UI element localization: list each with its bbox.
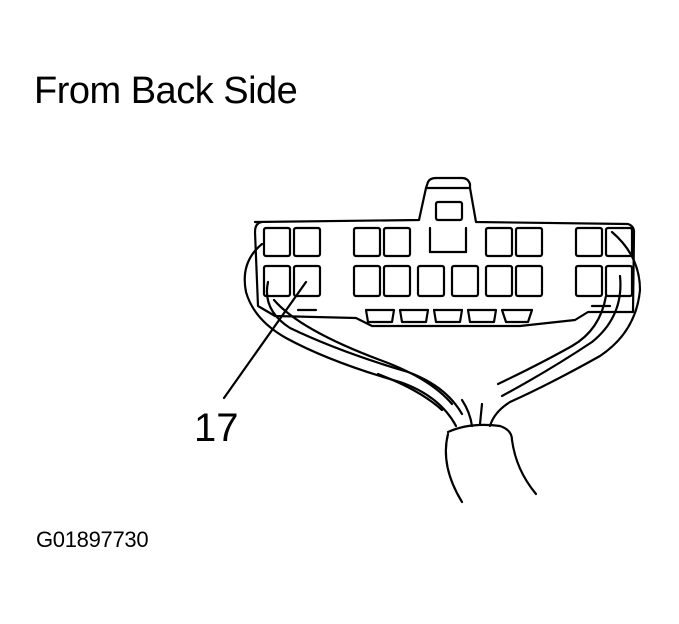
wire-bundle [446,423,514,442]
slot-cavity [500,308,534,324]
terminal-cavity [262,226,292,258]
wire [488,230,642,428]
slot-cavity [398,308,430,324]
wire [478,402,484,426]
wire-bundle [444,432,464,504]
slot-cavity [432,308,464,324]
diagram-title: From Back Side [34,70,298,112]
terminal-cavity [450,264,480,298]
terminal-cavity-17 [292,264,322,298]
wire [496,294,608,386]
callout-leader [222,280,308,400]
terminal-cavity [574,226,604,258]
figure-code: G01897730 [36,527,149,552]
terminal-cavity [382,226,412,258]
terminal-cavity [484,264,514,298]
terminal-cavity [574,264,604,298]
locking-tab [424,176,472,190]
terminal-cavity [352,264,382,298]
wire-bundle [510,438,538,496]
terminal-cavity [382,264,412,298]
wire [460,398,474,428]
wire [272,298,454,406]
terminal-cavity [514,264,544,298]
terminal-cavity [604,226,634,258]
terminal-cavity [514,226,544,258]
locking-tab-window [434,200,464,222]
connector-housing [253,186,636,328]
terminal-cavity [292,226,322,258]
wire [376,372,444,412]
terminal-cavity [262,264,292,298]
wire [243,242,458,428]
terminal-cavity [484,226,514,258]
terminal-callout-label: 17 [194,406,239,450]
terminal-cavity [604,264,634,298]
wire [265,280,464,416]
wire [500,274,622,398]
slot-cavity [364,308,396,324]
slot-cavity [466,308,498,324]
terminal-cavity [352,226,382,258]
terminal-cavity [416,264,446,298]
